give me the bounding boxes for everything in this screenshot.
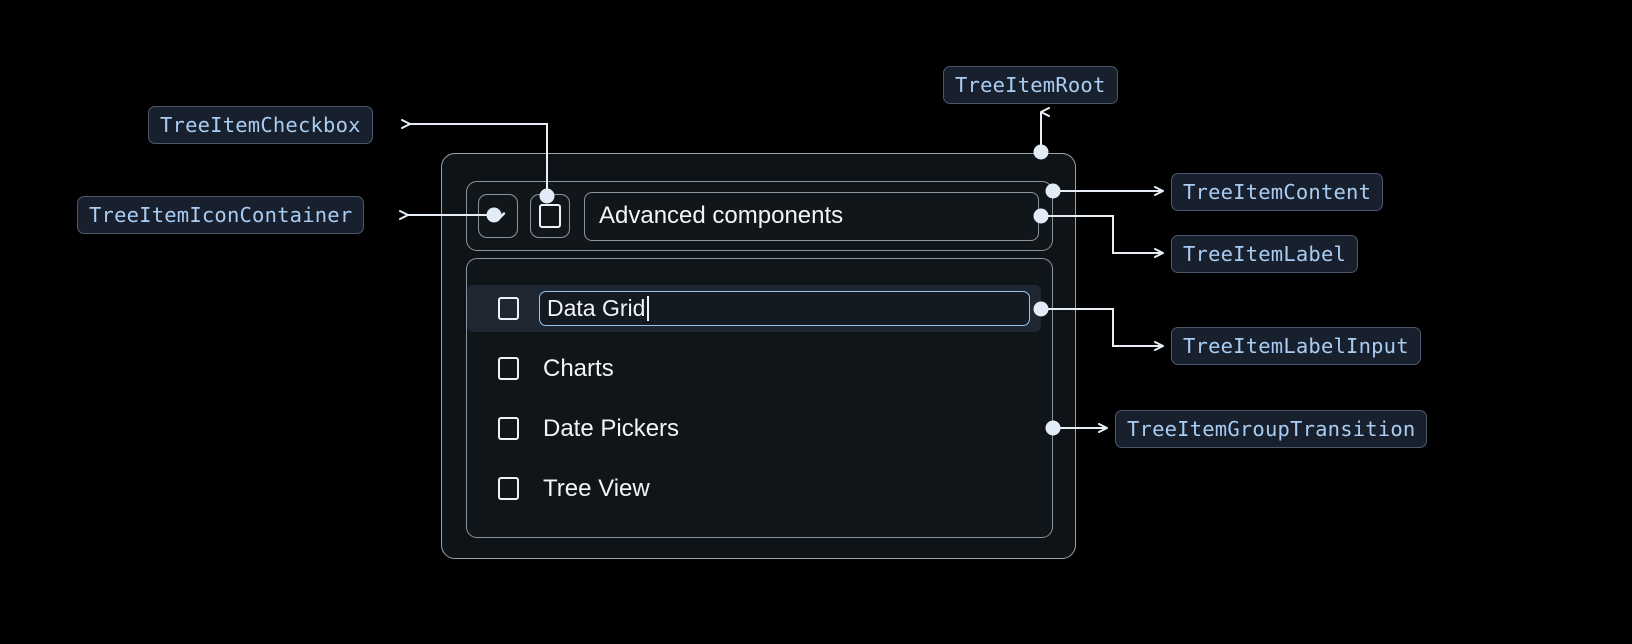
annotation-badge-tree-item-root: TreeItemRoot bbox=[943, 66, 1118, 104]
checkbox-unchecked-icon[interactable] bbox=[498, 477, 519, 500]
tree-item-label[interactable]: Advanced components bbox=[584, 191, 1039, 241]
annotation-badge-tree-item-content: TreeItemContent bbox=[1171, 173, 1384, 211]
checkbox-unchecked-icon bbox=[539, 204, 561, 228]
annotation-label: TreeItemContent bbox=[1183, 180, 1372, 204]
text-caret bbox=[647, 296, 649, 321]
annotation-label: TreeItemLabel bbox=[1183, 242, 1347, 266]
tree-item-row-charts[interactable]: Charts bbox=[467, 345, 1052, 392]
tree-item-label-text: Date Pickers bbox=[543, 414, 680, 442]
checkbox-unchecked-icon[interactable] bbox=[498, 417, 519, 440]
tree-item-label-text: Tree View bbox=[543, 474, 650, 502]
checkbox-unchecked-icon[interactable] bbox=[498, 357, 519, 380]
tree-item-icon-container[interactable] bbox=[478, 194, 518, 238]
annotation-label: TreeItemGroupTransition bbox=[1127, 417, 1416, 441]
tree-item-label-text: Advanced components bbox=[599, 202, 844, 229]
tree-item-row-data-grid[interactable]: Data Grid bbox=[467, 285, 1041, 332]
annotation-badge-tree-item-group-transition: TreeItemGroupTransition bbox=[1115, 410, 1428, 448]
annotation-label: TreeItemRoot bbox=[955, 73, 1106, 97]
tree-item-checkbox[interactable] bbox=[530, 194, 570, 238]
checkbox-unchecked-icon[interactable] bbox=[498, 297, 519, 320]
chevron-down-icon bbox=[490, 212, 506, 221]
tree-item-row-date-pickers[interactable]: Date Pickers bbox=[467, 405, 1052, 452]
annotation-badge-tree-item-icon-container: TreeItemIconContainer bbox=[77, 196, 365, 234]
annotation-badge-tree-item-checkbox: TreeItemCheckbox bbox=[148, 106, 373, 144]
annotation-label: TreeItemLabelInput bbox=[1183, 334, 1409, 358]
tree-item-label-text: Charts bbox=[543, 354, 614, 382]
tree-item-content[interactable]: Advanced components bbox=[466, 181, 1053, 251]
annotation-label: TreeItemIconContainer bbox=[89, 203, 353, 227]
annotation-badge-tree-item-label: TreeItemLabel bbox=[1171, 235, 1359, 273]
tree-item-label-input-value: Data Grid bbox=[547, 295, 646, 321]
tree-item-label-input[interactable]: Data Grid bbox=[539, 291, 1030, 326]
tree-item-row-tree-view[interactable]: Tree View bbox=[467, 465, 1052, 512]
annotation-badge-tree-item-label-input: TreeItemLabelInput bbox=[1171, 327, 1421, 365]
tree-item-group-transition: Data Grid Charts Date Pickers Tree View bbox=[466, 258, 1053, 538]
annotation-label: TreeItemCheckbox bbox=[160, 113, 361, 137]
